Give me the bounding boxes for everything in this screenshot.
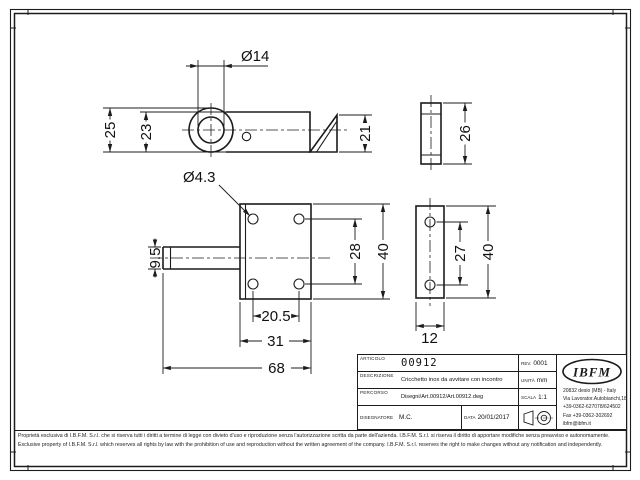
- strike-plate-side-view: [420, 95, 442, 172]
- dim-text-plate-h: 40: [480, 244, 497, 261]
- disegnatore-label: DISEGNATORE: [360, 415, 394, 420]
- rev-label: REV.: [521, 360, 532, 366]
- dim-text-knob-diameter: Ø14: [241, 48, 269, 65]
- dim-top-tip-height: 21: [339, 114, 374, 153]
- dim-text-body-w: 31: [267, 333, 284, 350]
- dim-text-total-w: 68: [268, 360, 285, 377]
- company-address-line: +39-0362-627078/624502: [563, 404, 621, 411]
- projection-cell: [519, 406, 557, 429]
- percorso-label: PERCORSO: [360, 390, 388, 395]
- data-label: DATA: [464, 415, 476, 420]
- dim-text-top-total: 25: [102, 122, 119, 139]
- legal-notice: Proprietà esclusiva di I.B.F.M. S.r.l. c…: [14, 430, 626, 466]
- title-block: ARTICOLO 00912 REV. 0001 DESCRIZIONE Cri…: [357, 354, 627, 430]
- drawing-frame: [9, 8, 632, 472]
- articolo-value: 00912: [401, 357, 438, 369]
- dim-text-holes-h: 20.5: [261, 308, 290, 325]
- dim-text-holes-v: 28: [347, 243, 364, 260]
- ibfm-logo-text: IBFM: [572, 365, 611, 380]
- dim-text-plate-side: 26: [457, 125, 474, 142]
- disegnatore-value: M.C.: [399, 414, 413, 421]
- first-angle-projection-icon: [523, 409, 553, 426]
- unita-cell: UNITÀ mm: [519, 372, 557, 389]
- dim-text-bolt-h: 9.5: [147, 248, 164, 269]
- dim-bolt-height: 9.5: [147, 238, 164, 278]
- rev-cell: REV. 0001: [519, 355, 557, 372]
- dim-text-plate-w: 12: [421, 330, 438, 347]
- company-address-line: 20832 desio (MB) - Italy: [563, 388, 617, 394]
- dim-hole-diameter: Ø4.3: [183, 169, 250, 216]
- dim-plate-hole-spacing: 27: [436, 221, 469, 286]
- scala-cell: SCALA 1:1: [519, 389, 557, 406]
- articolo-cell: ARTICOLO 00912: [358, 355, 519, 372]
- dim-text-top-body: 23: [138, 124, 155, 141]
- dim-plate-height: 40: [446, 205, 497, 299]
- dim-total-width: 68: [162, 273, 312, 377]
- rev-value: 0001: [533, 359, 548, 367]
- percorso-value: Disegni/Art.00912/Art.00912.dwg: [401, 394, 484, 400]
- data-cell: DATA 20/01/2017: [462, 406, 519, 429]
- dim-text-plate-holes: 27: [452, 245, 469, 262]
- company-address-line: Fax +39-0362-302692: [563, 412, 613, 419]
- front-view: [150, 203, 332, 300]
- unita-value: mm: [536, 376, 548, 384]
- dim-holes-vertical-spacing: 28: [305, 218, 364, 285]
- dim-holes-horizontal-spacing: 20.5: [252, 291, 300, 325]
- dim-plate-width: 12: [415, 302, 445, 347]
- unita-label: UNITÀ: [521, 377, 535, 383]
- dim-text-top-tip: 21: [357, 125, 374, 142]
- company-cell: IBFM 20832 desio (MB) - Italy Via Lavora…: [557, 355, 626, 429]
- screw-holes: [247, 213, 305, 290]
- ibfm-logo: IBFM: [561, 358, 622, 385]
- strike-plate-front-view: [415, 198, 445, 306]
- disegnatore-cell: DISEGNATORE M.C.: [358, 406, 462, 429]
- descrizione-label: DESCRIZIONE: [360, 373, 394, 378]
- descrizione-cell: DESCRIZIONE Cricchetto inox da avvitare …: [358, 372, 519, 389]
- descrizione-value: Cricchetto inox da avvitare con incontro: [401, 377, 503, 383]
- legal-text-english: Exclusive property of I.B.F.M. S.r.l. wh…: [18, 441, 603, 448]
- top-view: [182, 103, 348, 158]
- dim-body-width: 31: [239, 302, 311, 350]
- legal-text-italian: Proprietà esclusiva di I.B.F.M. S.r.l. c…: [18, 433, 610, 439]
- dim-top-body-height: 23: [138, 111, 226, 153]
- company-address: 20832 desio (MB) - Italy Via Lavorator.A…: [563, 387, 626, 428]
- dim-text-hole-dia: Ø4.3: [183, 169, 216, 186]
- company-address-line: ibfm@ibfm.it: [563, 420, 591, 427]
- company-address-line: Via Lavorator.Autobianchi,18: [563, 396, 626, 403]
- articolo-label: ARTICOLO: [360, 356, 385, 361]
- dim-text-body-h: 40: [375, 243, 392, 260]
- scala-label: SCALA: [521, 394, 537, 400]
- dim-knob-diameter: Ø14: [186, 48, 269, 126]
- scala-value: 1:1: [538, 393, 547, 401]
- dim-plate-side-height: 26: [443, 102, 474, 165]
- dim-body-height: 40: [313, 203, 392, 300]
- percorso-cell: PERCORSO Disegni/Art.00912/Art.00912.dwg: [358, 389, 519, 406]
- data-value: 20/01/2017: [477, 414, 510, 421]
